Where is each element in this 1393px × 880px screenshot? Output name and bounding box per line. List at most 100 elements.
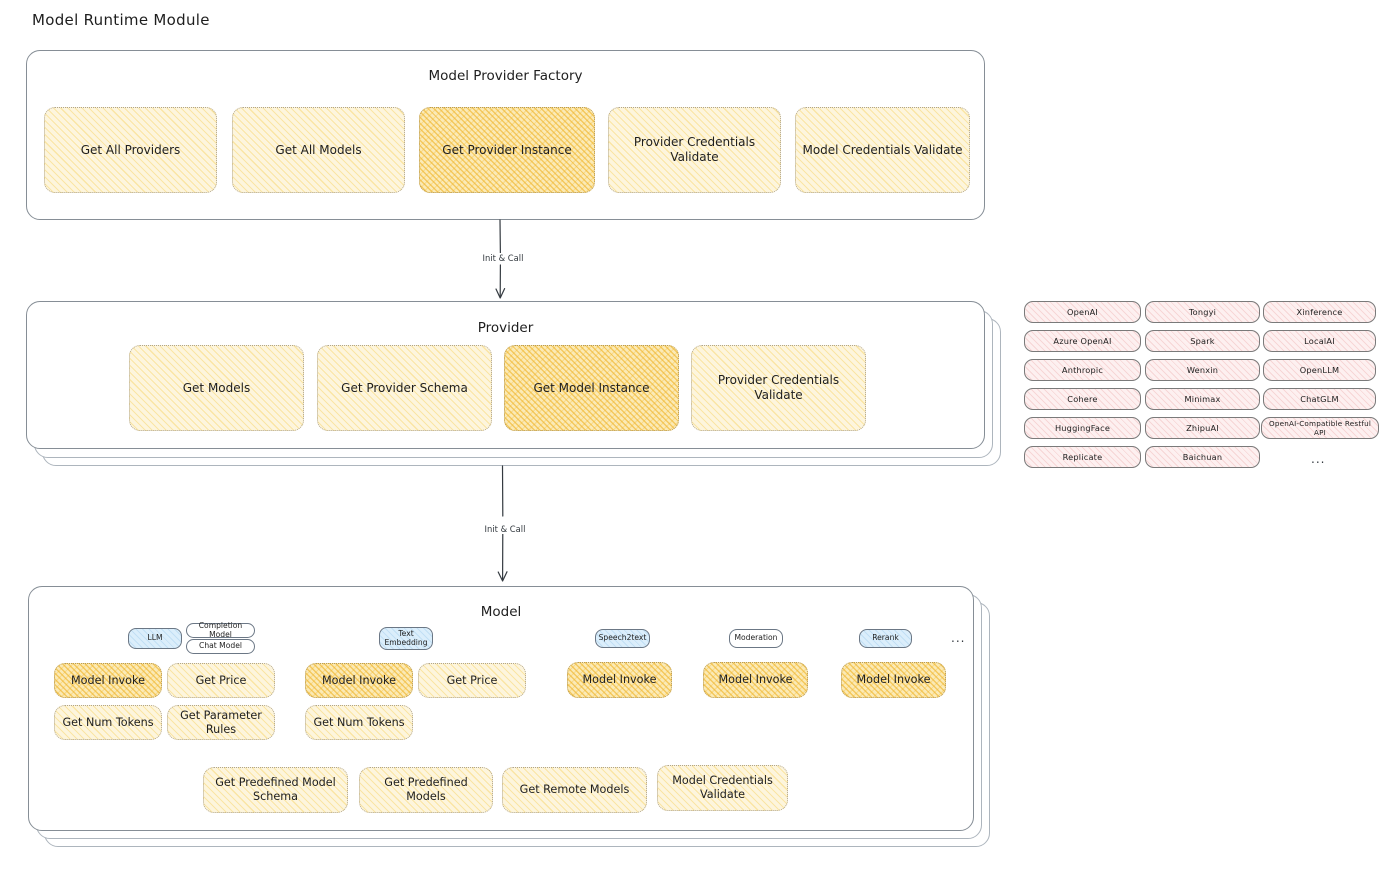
- factory-method-label: Get Provider Instance: [442, 142, 572, 157]
- provider-chip-openllm[interactable]: OpenLLM: [1263, 359, 1376, 381]
- factory-method-label: Model Credentials Validate: [802, 142, 963, 157]
- provider-method-get-models[interactable]: Get Models: [129, 345, 304, 431]
- provider-chip-label: OpenLLM: [1299, 365, 1340, 375]
- provider-chip-label: OpenAI-Compatible Restful API: [1268, 419, 1372, 437]
- provider-chip-wenxin[interactable]: Wenxin: [1145, 359, 1260, 381]
- connector-arrow-provider-to-model: [497, 465, 508, 582]
- model-method-label: Model Invoke: [718, 673, 793, 686]
- model-shared-get-remote-models[interactable]: Get Remote Models: [502, 767, 647, 813]
- provider-chip-label: Cohere: [1067, 394, 1098, 404]
- model-method-label: Model Invoke: [322, 673, 396, 687]
- model-tag-completion-model[interactable]: Completion Model: [186, 620, 255, 639]
- factory-method-model-credentials-validate[interactable]: Model Credentials Validate: [795, 107, 970, 193]
- provider-chip-minimax[interactable]: Minimax: [1145, 388, 1260, 410]
- model-method-llm-get-parameter-rules[interactable]: Get Parameter Rules: [167, 705, 275, 740]
- model-method-label: Get Price: [446, 673, 498, 687]
- model-shared-label: Model Credentials Validate: [672, 774, 773, 801]
- model-tag-speech2text[interactable]: Speech2text: [595, 629, 650, 648]
- provider-chip-openai-compatible-restful-api[interactable]: OpenAI-Compatible Restful API: [1261, 417, 1379, 439]
- provider-chip-label: Minimax: [1184, 394, 1221, 404]
- provider-chip-label: LocalAI: [1304, 336, 1335, 346]
- provider-chip-xinference[interactable]: Xinference: [1263, 301, 1376, 323]
- model-method-label: Get Num Tokens: [313, 715, 405, 729]
- model-method-label: Model Invoke: [856, 673, 931, 686]
- model-tag-chat-model[interactable]: Chat Model: [186, 639, 255, 654]
- provider-chip-label: Azure OpenAI: [1053, 336, 1112, 346]
- provider-chip-zhipuai[interactable]: ZhipuAI: [1145, 417, 1260, 439]
- provider-chip-huggingface[interactable]: HuggingFace: [1024, 417, 1141, 439]
- page-title: Model Runtime Module: [32, 11, 210, 29]
- model-tag-moderation[interactable]: Moderation: [729, 629, 783, 648]
- provider-method-label: Get Models: [182, 380, 251, 395]
- factory-method-label: Get All Models: [275, 142, 362, 157]
- model-tag-label: Text Embedding: [384, 628, 428, 647]
- factory-method-label: Provider Credentials Validate: [633, 135, 756, 164]
- provider-chip-tongyi[interactable]: Tongyi: [1145, 301, 1260, 323]
- model-shared-model-credentials-validate[interactable]: Model Credentials Validate: [657, 765, 788, 811]
- provider-chip-label: Wenxin: [1186, 365, 1219, 375]
- model-method-text-embedding-get-num-tokens[interactable]: Get Num Tokens: [305, 705, 413, 740]
- provider-chip-label: Tongyi: [1188, 307, 1217, 317]
- model-shared-get-predefined-models[interactable]: Get Predefined Models: [359, 767, 493, 813]
- model-shared-get-predefined-model-schema[interactable]: Get Predefined Model Schema: [203, 767, 348, 813]
- factory-method-get-all-models[interactable]: Get All Models: [232, 107, 405, 193]
- provider-chip-label: Spark: [1190, 336, 1215, 346]
- provider-chip-baichuan[interactable]: Baichuan: [1145, 446, 1260, 468]
- provider-chip-anthropic[interactable]: Anthropic: [1024, 359, 1141, 381]
- provider-title: Provider: [477, 320, 534, 336]
- provider-chip-localai[interactable]: LocalAI: [1263, 330, 1376, 352]
- model-method-label: Get Num Tokens: [62, 715, 154, 729]
- model-method-text-embedding-model-invoke[interactable]: Model Invoke: [305, 663, 413, 698]
- model-tag-text-embedding[interactable]: Text Embedding: [379, 627, 433, 650]
- model-method-llm-get-num-tokens[interactable]: Get Num Tokens: [54, 705, 162, 740]
- factory-method-label: Get All Providers: [80, 142, 181, 157]
- provider-chip-chatglm[interactable]: ChatGLM: [1263, 388, 1376, 410]
- connector-2-label: Init & Call: [472, 524, 538, 534]
- model-method-label: Model Invoke: [71, 673, 145, 687]
- model-method-text-embedding-get-price[interactable]: Get Price: [418, 663, 526, 698]
- provider-chip-spark[interactable]: Spark: [1145, 330, 1260, 352]
- provider-chip-label: Anthropic: [1061, 365, 1104, 375]
- provider-chip-label: OpenAI: [1066, 307, 1099, 317]
- provider-method-label: Provider Credentials Validate: [717, 373, 840, 402]
- provider-method-provider-credentials-validate[interactable]: Provider Credentials Validate: [691, 345, 866, 431]
- model-tag-label: Speech2text: [598, 633, 647, 643]
- provider-method-label: Get Model Instance: [533, 380, 650, 395]
- model-tag-label: LLM: [147, 633, 163, 643]
- model-method-speech2text-model-invoke[interactable]: Model Invoke: [567, 662, 672, 698]
- model-tag-label: Moderation: [734, 633, 778, 643]
- connector-1-label: Init & Call: [470, 253, 536, 263]
- provider-chip-replicate[interactable]: Replicate: [1024, 446, 1141, 468]
- provider-chip-cohere[interactable]: Cohere: [1024, 388, 1141, 410]
- provider-chip-label: ZhipuAI: [1186, 423, 1219, 433]
- model-method-label: Model Invoke: [582, 673, 657, 686]
- provider-method-label: Get Provider Schema: [341, 380, 468, 395]
- provider-method-get-model-instance[interactable]: Get Model Instance: [504, 345, 679, 431]
- provider-chip-label: Replicate: [1062, 452, 1103, 462]
- model-groups-more-ellipsis: ...: [951, 631, 966, 645]
- factory-method-get-all-providers[interactable]: Get All Providers: [44, 107, 217, 193]
- provider-method-get-provider-schema[interactable]: Get Provider Schema: [317, 345, 492, 431]
- model-method-moderation-model-invoke[interactable]: Model Invoke: [703, 662, 808, 698]
- model-method-rerank-model-invoke[interactable]: Model Invoke: [841, 662, 946, 698]
- model-method-llm-get-price[interactable]: Get Price: [167, 663, 275, 698]
- provider-list-more-ellipsis: ...: [1311, 452, 1326, 466]
- connector-arrow-factory-to-provider: [495, 219, 506, 299]
- model-tag-label: Completion Model: [198, 620, 243, 639]
- model-shared-label: Get Predefined Models: [384, 776, 468, 803]
- model-method-label: Get Parameter Rules: [180, 708, 262, 736]
- model-provider-factory-title: Model Provider Factory: [428, 68, 583, 84]
- model-method-llm-model-invoke[interactable]: Model Invoke: [54, 663, 162, 698]
- model-title: Model: [480, 604, 522, 620]
- factory-method-provider-credentials-validate[interactable]: Provider Credentials Validate: [608, 107, 781, 193]
- factory-method-get-provider-instance[interactable]: Get Provider Instance: [419, 107, 595, 193]
- model-tag-llm[interactable]: LLM: [128, 628, 182, 649]
- provider-chip-label: ChatGLM: [1300, 394, 1339, 404]
- model-shared-label: Get Predefined Model Schema: [215, 776, 336, 803]
- provider-chip-azure-openai[interactable]: Azure OpenAI: [1024, 330, 1141, 352]
- provider-chip-label: HuggingFace: [1054, 423, 1111, 433]
- model-tag-label: Chat Model: [199, 641, 242, 651]
- provider-chip-label: Baichuan: [1182, 452, 1223, 462]
- provider-chip-openai[interactable]: OpenAI: [1024, 301, 1141, 323]
- model-tag-rerank[interactable]: Rerank: [859, 629, 912, 648]
